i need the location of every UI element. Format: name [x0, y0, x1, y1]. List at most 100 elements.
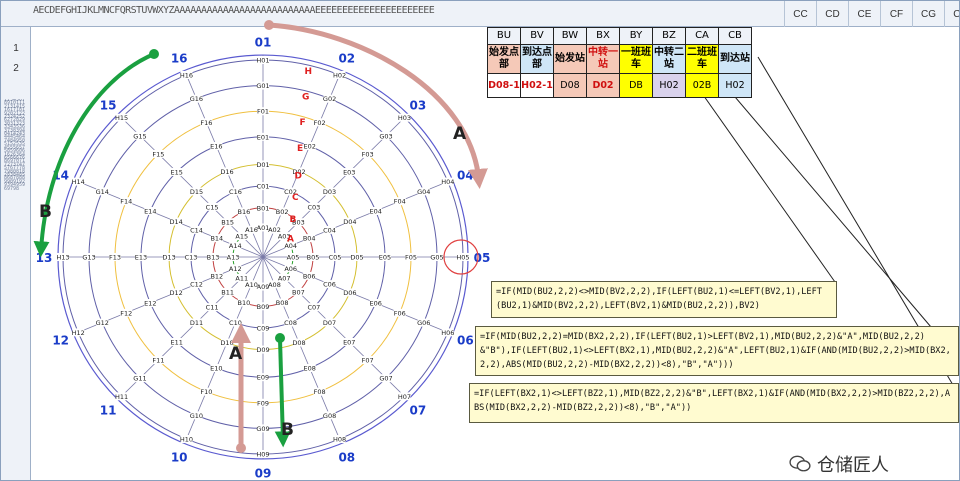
- node-label: F16: [200, 119, 212, 127]
- col-cf[interactable]: CF: [880, 1, 912, 27]
- node-label: F02: [314, 119, 326, 127]
- col-cg[interactable]: CG: [912, 1, 944, 27]
- node-label: C13: [185, 254, 198, 262]
- node-label: H07: [398, 393, 411, 401]
- table-value-cell[interactable]: D08-1: [487, 73, 521, 98]
- node-label-bg: [96, 318, 109, 327]
- node-label-bg: [210, 234, 223, 243]
- arrow-a-top-start: [264, 20, 274, 30]
- node-label-bg: [257, 323, 269, 332]
- node-label: B13: [207, 254, 220, 262]
- table-value-cell[interactable]: D02: [586, 73, 620, 98]
- col-ca[interactable]: CA: [685, 27, 719, 45]
- node-label: F06: [394, 309, 406, 317]
- spoke-number-10: 10: [171, 450, 188, 464]
- table-header-cell[interactable]: 到达站: [718, 44, 752, 74]
- node-label-bg: [292, 338, 305, 347]
- col-cc[interactable]: CC: [784, 1, 816, 27]
- node-label-bg: [380, 131, 393, 140]
- row-number-1[interactable]: 1: [13, 43, 19, 54]
- node-label-bg: [190, 187, 203, 196]
- table-header-cell[interactable]: 始发站: [553, 44, 587, 74]
- col-ch[interactable]: CH: [944, 1, 959, 27]
- node-label-bg: [207, 253, 219, 261]
- node-label: E12: [144, 299, 156, 307]
- formula-box-3[interactable]: =IF(LEFT(BX2,1)<>LEFT(BZ2,1),MID(BZ2,2,2…: [469, 383, 959, 423]
- node-label-bg: [343, 288, 356, 297]
- spoke-number-05: 05: [474, 251, 491, 265]
- node-label-bg: [109, 253, 121, 261]
- node-label: G01: [256, 82, 269, 90]
- node-label: H11: [115, 393, 128, 401]
- node-label-bg: [221, 338, 234, 347]
- spoke-number-04: 04: [457, 168, 474, 182]
- col-bw[interactable]: BW: [553, 27, 587, 45]
- col-bx[interactable]: BX: [586, 27, 620, 45]
- node-label-bg: [227, 253, 239, 261]
- node-label: H13: [56, 254, 69, 262]
- node-label: A10: [245, 281, 258, 289]
- node-label: G06: [417, 319, 430, 327]
- node-label-bg: [329, 253, 341, 261]
- table-header-cell[interactable]: 二班班车: [685, 44, 719, 74]
- table-header-cell[interactable]: 始发点部: [487, 44, 521, 74]
- node-label: B03: [292, 219, 305, 227]
- table-value-cell[interactable]: D08: [553, 73, 587, 98]
- node-label-bg: [170, 337, 183, 346]
- node-label-bg: [323, 94, 336, 103]
- formula-box-1[interactable]: =IF(MID(BU2,2,2)<>MID(BV2,2,2),IF(LEFT(B…: [491, 281, 837, 318]
- node-label-bg: [292, 287, 305, 296]
- table-value-cell[interactable]: H02: [718, 73, 752, 98]
- node-label: A07: [278, 274, 291, 282]
- node-label: H08: [333, 436, 346, 444]
- table-header-cell[interactable]: 中转二站: [652, 44, 686, 74]
- formula-box-2[interactable]: =IF(MID(BU2,2,2)=MID(BX2,2,2),IF(LEFT(BU…: [475, 326, 959, 376]
- node-label: B12: [210, 272, 223, 280]
- table-header-cell[interactable]: 到达点部: [520, 44, 554, 74]
- node-label: E08: [303, 365, 315, 373]
- col-by[interactable]: BY: [619, 27, 653, 45]
- col-bv[interactable]: BV: [520, 27, 554, 45]
- node-label-bg: [83, 253, 95, 261]
- node-label-bg: [292, 218, 305, 227]
- col-cb[interactable]: CB: [718, 27, 752, 45]
- node-label-bg: [284, 187, 297, 196]
- ring-label-h: H: [305, 67, 313, 77]
- node-label-bg: [380, 374, 393, 383]
- node-label-bg: [221, 167, 234, 176]
- node-label-bg: [307, 253, 319, 261]
- node-label: D06: [343, 289, 356, 297]
- col-ce[interactable]: CE: [848, 1, 880, 27]
- col-bu[interactable]: BU: [487, 27, 521, 45]
- row-number-2[interactable]: 2: [13, 63, 19, 74]
- table-value-cell[interactable]: H02-1: [520, 73, 554, 98]
- table-header-cell[interactable]: 一班班车: [619, 44, 653, 74]
- node-label-bg: [257, 56, 269, 64]
- watermark-text: 仓储匠人: [817, 455, 889, 476]
- node-label-bg: [229, 264, 242, 273]
- node-label: G16: [190, 95, 203, 103]
- node-label: D08: [292, 339, 305, 347]
- node-label: G09: [256, 425, 269, 433]
- table-value-cell[interactable]: DB: [619, 73, 653, 98]
- table-value-cell[interactable]: H02: [652, 73, 686, 98]
- node-label: E15: [171, 169, 183, 177]
- node-label: G15: [133, 132, 146, 140]
- node-label: C07: [308, 304, 321, 312]
- node-label: G14: [96, 188, 109, 196]
- node-label: G04: [417, 188, 430, 196]
- col-bz[interactable]: BZ: [652, 27, 686, 45]
- ring-label-a: A: [287, 234, 294, 244]
- arrow-b-bottom: [274, 338, 291, 448]
- table-header-cell[interactable]: 中转一站: [586, 44, 620, 74]
- node-label-bg: [190, 318, 203, 327]
- ring-label-c: C: [292, 193, 299, 203]
- table-value-cell[interactable]: 02B: [685, 73, 719, 98]
- col-cd[interactable]: CD: [816, 1, 848, 27]
- node-label-bg: [307, 303, 320, 312]
- node-label-bg: [206, 303, 219, 312]
- node-label: A02: [268, 226, 281, 234]
- node-label-bg: [190, 225, 203, 234]
- node-label: A06: [284, 265, 297, 273]
